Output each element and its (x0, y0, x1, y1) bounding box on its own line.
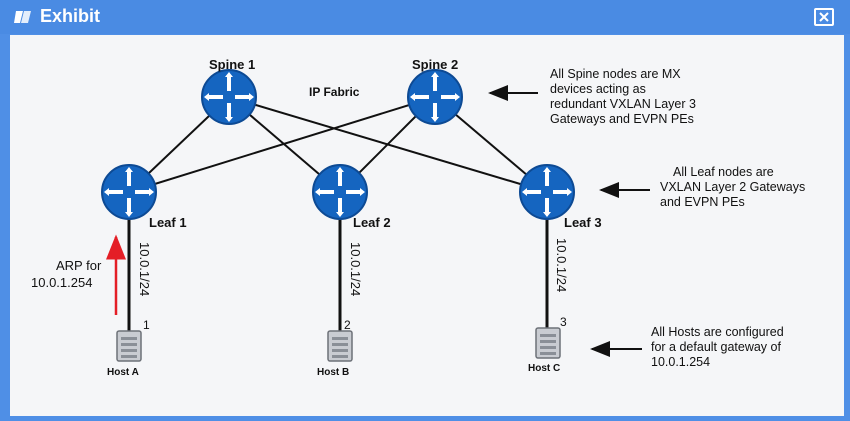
port-c-label: 3 (560, 315, 567, 329)
topology-diagram: Spine 1 Spine 2 IP Fabric Leaf 1 Leaf 2 … (10, 35, 844, 416)
host-note-line3: 10.0.1.254 (651, 355, 710, 369)
link-a-subnet: 10.0.1/24 (137, 242, 152, 296)
link-spine2-leaf1 (128, 96, 436, 193)
hostC-label: Host C (528, 363, 560, 374)
leaf-note-line3: and EVPN PEs (660, 195, 745, 209)
leaf1-router (101, 164, 157, 220)
leaf2-router (312, 164, 368, 220)
host-note-line1: All Hosts are configured (651, 325, 784, 339)
port-a-label: 1 (143, 318, 150, 332)
arp-label-line1: ARP for (56, 258, 102, 273)
hostB-label: Host B (317, 367, 349, 378)
title-bar: Exhibit (0, 0, 850, 34)
topology-svg: Spine 1 Spine 2 IP Fabric Leaf 1 Leaf 2 … (31, 57, 805, 378)
leaf-note-line1: All Leaf nodes are (673, 165, 774, 179)
leaf1-label: Leaf 1 (149, 215, 187, 230)
spine-note-line1: All Spine nodes are MX (550, 67, 681, 81)
ip-fabric-label: IP Fabric (309, 85, 360, 99)
hostA-server-icon (116, 330, 142, 362)
link-c-subnet: 10.0.1/24 (554, 238, 569, 292)
link-b-subnet: 10.0.1/24 (348, 242, 363, 296)
spine2-router (407, 69, 463, 125)
spine1-label: Spine 1 (209, 57, 255, 72)
hostA-label: Host A (107, 367, 139, 378)
leaf3-router (519, 164, 575, 220)
spine-note-line4: Gateways and EVPN PEs (550, 112, 694, 126)
leaf2-label: Leaf 2 (353, 215, 391, 230)
hostC-server-icon (535, 327, 561, 359)
spine-note-line2: devices acting as (550, 82, 646, 96)
arp-label-line2: 10.0.1.254 (31, 275, 92, 290)
leaf-note-line2: VXLAN Layer 2 Gateways (660, 180, 805, 194)
exhibit-icon (14, 11, 31, 23)
host-links (127, 219, 549, 331)
spine1-router (201, 69, 257, 125)
leaf3-label: Leaf 3 (564, 215, 602, 230)
close-button[interactable] (814, 8, 834, 26)
spine-note-line3: redundant VXLAN Layer 3 (550, 97, 696, 111)
port-b-label: 2 (344, 318, 351, 332)
host-note-line2: for a default gateway of (651, 340, 781, 354)
hostB-server-icon (327, 330, 353, 362)
window-title: Exhibit (40, 6, 101, 26)
close-icon (819, 12, 829, 22)
spine2-label: Spine 2 (412, 57, 458, 72)
